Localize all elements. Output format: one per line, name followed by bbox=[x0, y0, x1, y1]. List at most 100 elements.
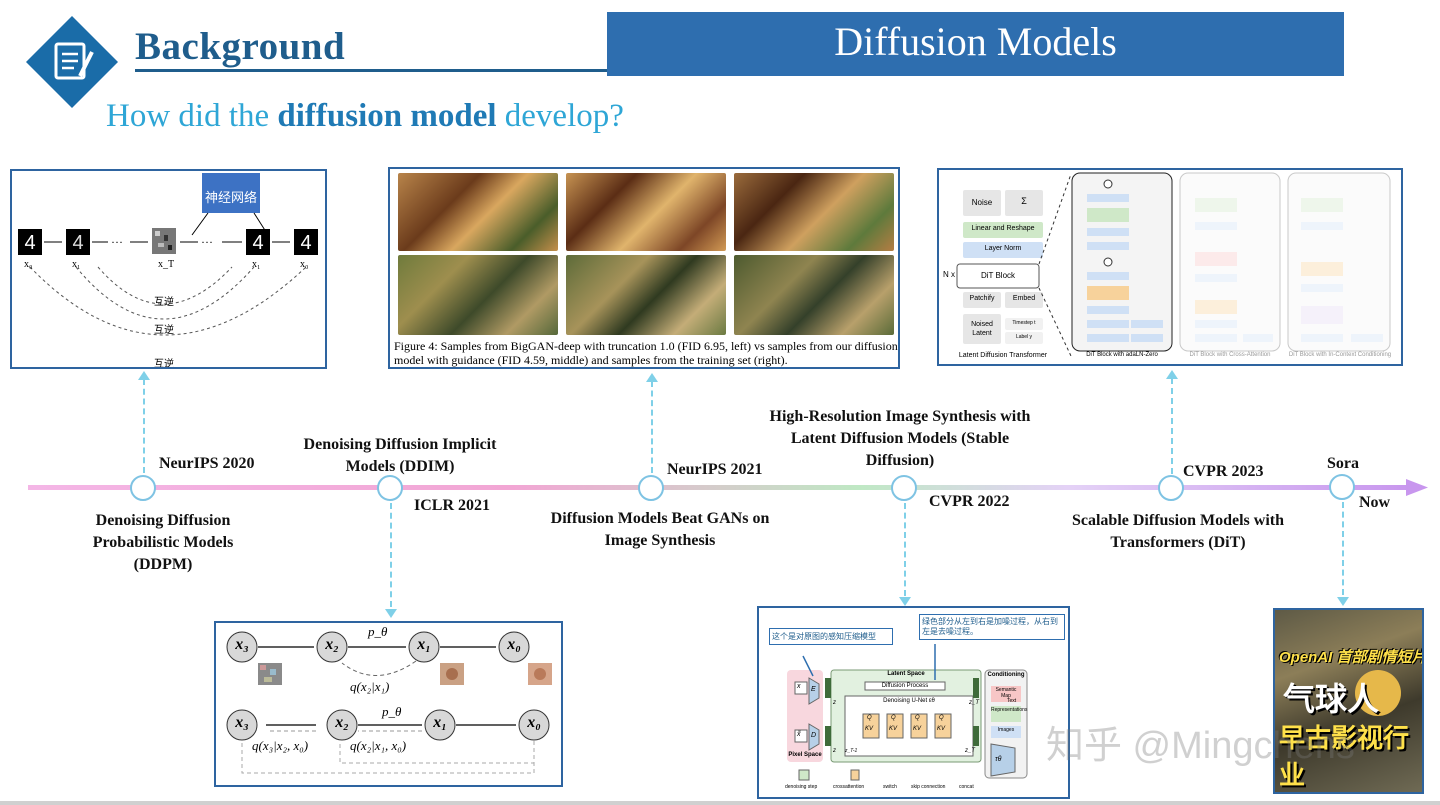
ldm-legend-switch: switch bbox=[883, 784, 897, 790]
timeline-node-guided-diffusion[interactable] bbox=[638, 475, 664, 501]
ldm-tau: τθ bbox=[995, 756, 1002, 763]
ldm-conditioning: Conditioning bbox=[987, 672, 1025, 678]
ldm-latent-space: Latent Space bbox=[887, 671, 925, 677]
ddim-figure: x₃ x₂ x₁ x₀ p_θ q(x₂|x₁) x₃ x₂ x₁ x₀ p_θ… bbox=[214, 621, 563, 787]
inverse-label-3: 互逆 bbox=[154, 359, 174, 369]
arrow-down-ldm bbox=[899, 597, 911, 606]
x1-label-right: x₁ bbox=[252, 259, 261, 270]
ldm-math-z-bottom: z bbox=[833, 748, 836, 754]
ddim-q-top: q(x₂|x₁) bbox=[350, 679, 390, 694]
ldm-legend-crossattention: crossattention bbox=[833, 784, 865, 790]
samples-grid-training bbox=[734, 173, 894, 335]
ldm-cond-semantic: Semantic Map bbox=[995, 687, 1017, 699]
dit-patchify: Patchify bbox=[969, 295, 995, 302]
question-prefix: How did the bbox=[106, 98, 278, 134]
connector-ddpm bbox=[143, 379, 145, 473]
arrow-down-sora bbox=[1337, 597, 1349, 606]
paper-label-ddim: Denoising Diffusion Implicit Models (DDI… bbox=[303, 436, 497, 475]
timeline-node-ldm[interactable] bbox=[891, 475, 917, 501]
ddim-top-x2: x₂ bbox=[325, 636, 339, 653]
paper-label-ddpm: Denoising Diffusion Probabilistic Models… bbox=[92, 512, 234, 573]
ldm-math-zT-1: z_T-1 bbox=[845, 748, 858, 754]
dit-block: DiT Block bbox=[980, 271, 1016, 280]
dit-nx: N x bbox=[943, 270, 955, 279]
paper-label-sora: Sora bbox=[1327, 455, 1359, 472]
ldm-math-zT-top: z_T bbox=[969, 700, 980, 706]
ldm-math-z-top: z bbox=[833, 700, 836, 706]
dit-label-y: Label y bbox=[1015, 334, 1033, 340]
ldm-q-2: Q bbox=[891, 715, 896, 721]
ldm-legend-denoising: denoising step bbox=[785, 784, 818, 790]
dit-caption-3: DiT Block with Cross-Attention bbox=[1189, 352, 1271, 358]
dit-caption-2: DiT Block with adaLN-Zero bbox=[1086, 352, 1158, 358]
ldm-figure: 这个是对原图的感知压缩模型 绿色部分从左到右是加噪过程，从右到左是去噪过程。 L… bbox=[757, 606, 1070, 799]
x0-label-right: x₀ bbox=[300, 259, 309, 270]
ldm-q-4: Q bbox=[939, 715, 944, 721]
venue-cvpr-2023: CVPR 2023 bbox=[1183, 463, 1264, 480]
timeline-node-ddpm[interactable] bbox=[130, 475, 156, 501]
ldm-cond-representations: Representations bbox=[991, 707, 1028, 713]
ldm-pixel-space: Pixel Space bbox=[788, 752, 822, 758]
timeline-node-sora[interactable] bbox=[1329, 474, 1355, 500]
ldm-q-1: Q bbox=[867, 715, 872, 721]
ldm-legend-concat: concat bbox=[959, 784, 974, 790]
ldm-denoising-unet: Denoising U-Net εθ bbox=[883, 698, 935, 704]
sora-video-thumbnail[interactable]: OpenAI 首部剧情短片 气球人 早古影视行业 bbox=[1273, 608, 1424, 794]
ddim-top-x0: x₀ bbox=[507, 636, 521, 653]
ddpm-figure: 4 4 4 4 神经网络 x₀ x₁ ··· ··· x_T x₁ x₀ 互逆 … bbox=[10, 169, 327, 369]
ldm-cond-text: Text bbox=[1007, 698, 1017, 704]
svg-text:4: 4 bbox=[72, 232, 83, 254]
connector-ldm bbox=[904, 503, 906, 596]
svg-text:4: 4 bbox=[252, 232, 263, 254]
ddim-bottom-x1: x₁ bbox=[433, 714, 447, 731]
timeline-axis bbox=[28, 479, 1428, 496]
ddim-bottom-x0: x₀ bbox=[527, 714, 541, 731]
gan-samples-figure: Figure 4: Samples from BigGAN-deep with … bbox=[388, 167, 900, 369]
paper-label-guided-diffusion: Diffusion Models Beat GANs on Image Synt… bbox=[550, 510, 770, 549]
ldm-cond-images: Images bbox=[997, 727, 1015, 733]
dit-linear-reshape: Linear and Reshape bbox=[971, 225, 1035, 232]
notebook-logo-icon bbox=[26, 16, 118, 108]
x1-label-left: x₁ bbox=[72, 259, 81, 270]
ldm-diffusion-process: Diffusion Process bbox=[881, 683, 929, 689]
dit-layer-norm: Layer Norm bbox=[984, 245, 1022, 252]
samples-grid-diffusion bbox=[566, 173, 726, 335]
ldm-math-encoder: E bbox=[811, 686, 816, 693]
ddim-p-theta-top: p_θ bbox=[368, 624, 388, 639]
ldm-kv-4: KV bbox=[937, 726, 946, 732]
connector-sora bbox=[1342, 502, 1344, 595]
venue-neurips-2020: NeurIPS 2020 bbox=[159, 455, 255, 472]
sora-thumb-line1: OpenAI 首部剧情短片 bbox=[1279, 649, 1424, 666]
ddim-q-bottom-2: q(x₂|x₁, x₀) bbox=[350, 738, 407, 753]
neural-network-label: 神经网络 bbox=[204, 190, 257, 205]
connector-ddim bbox=[390, 503, 392, 607]
topic-banner: Diffusion Models bbox=[607, 12, 1344, 76]
slide-question: How did the diffusion model develop? bbox=[106, 98, 624, 135]
dit-caption-1: Latent Diffusion Transformer bbox=[958, 352, 1048, 359]
dit-caption-4: DiT Block with In-Context Conditioning bbox=[1288, 352, 1392, 358]
dit-noise: Noise bbox=[971, 198, 993, 207]
sora-thumb-line2: 气球人 bbox=[1283, 681, 1380, 717]
ldm-kv-3: KV bbox=[913, 726, 922, 732]
ldm-math-zT-bottom: z_T bbox=[965, 748, 976, 754]
ldm-math-xtilde: x̃ bbox=[797, 731, 801, 738]
venue-iclr-2021: ICLR 2021 bbox=[414, 497, 491, 514]
ldm-q-3: Q bbox=[915, 715, 920, 721]
ldm-math-x: x bbox=[797, 683, 801, 690]
x0-label-left: x₀ bbox=[24, 259, 33, 270]
timeline-node-dit[interactable] bbox=[1158, 475, 1184, 501]
ldm-math-decoder: D bbox=[811, 732, 817, 739]
paper-label-ldm: High-Resolution Image Synthesis with Lat… bbox=[769, 408, 1031, 469]
connector-guided bbox=[651, 381, 653, 473]
samples-grid-biggan bbox=[398, 173, 558, 335]
ddim-top-x1: x₁ bbox=[417, 636, 431, 653]
ddim-p-theta-bottom: p_θ bbox=[382, 704, 402, 719]
venue-cvpr-2022: CVPR 2022 bbox=[929, 493, 1010, 510]
timeline-node-ddim[interactable] bbox=[377, 475, 403, 501]
dots-right: ··· bbox=[201, 235, 213, 249]
dit-timestep: Timestep t bbox=[1012, 320, 1036, 326]
venue-now: Now bbox=[1359, 494, 1391, 511]
ldm-kv-1: KV bbox=[865, 726, 874, 732]
paper-label-dit: Scalable Diffusion Models with Transform… bbox=[1071, 512, 1284, 551]
arrow-up-ddpm bbox=[138, 371, 150, 380]
